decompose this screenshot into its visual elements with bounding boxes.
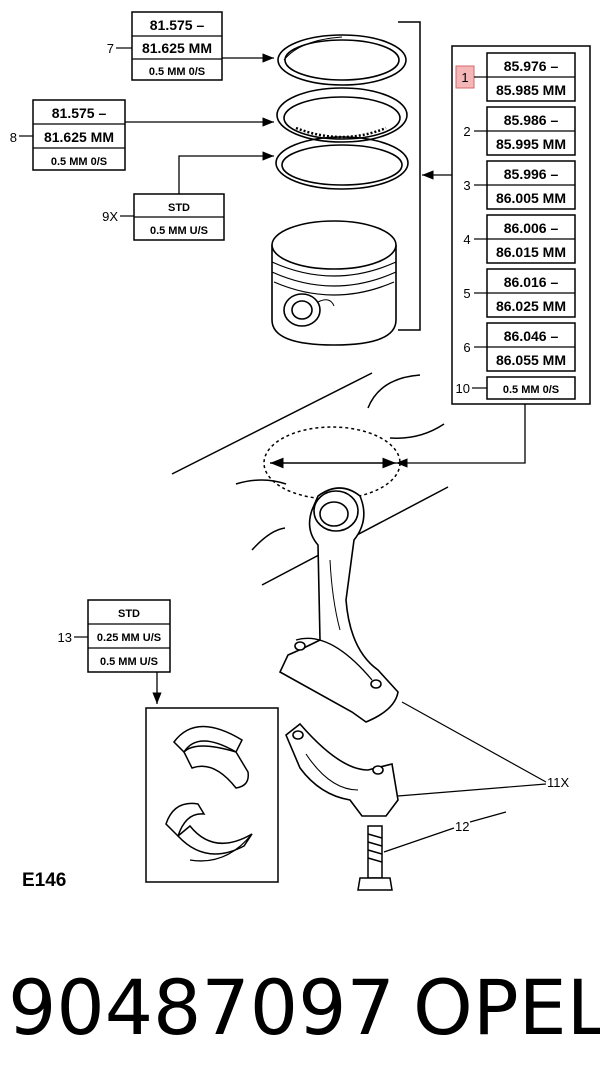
bore-3-from: 85.996 – [504, 166, 559, 182]
part-number: 90487097 [8, 963, 395, 1052]
bearing-std: STD [118, 608, 140, 620]
callout-lines [383, 701, 547, 853]
bore-2-to: 85.995 MM [496, 136, 566, 152]
bore-size-4: 4 86.006 – 86.015 MM [463, 214, 576, 264]
ring-1-size-from: 81.575 – [150, 17, 205, 33]
callout-6: 6 [463, 340, 470, 355]
callout-12: 12 [455, 819, 469, 834]
callout-11x: 11X [547, 775, 569, 790]
ring-2-oversize: 0.5 MM 0/S [51, 156, 107, 168]
bore-size-5: 5 86.016 – 86.025 MM [463, 268, 576, 318]
piston-rings-drawing [275, 34, 409, 190]
bearing-undersize-1: 0.25 MM U/S [97, 632, 161, 644]
bore-6-to: 86.055 MM [496, 352, 566, 368]
bore-1-from: 85.976 – [504, 58, 559, 74]
callout-13: 13 [58, 630, 72, 645]
callout-7: 7 [107, 41, 114, 56]
callout-9x: 9X [102, 209, 118, 224]
rod-cap-drawing [285, 722, 399, 817]
bore-oversize: 10 0.5 MM 0/S [456, 376, 576, 400]
brand-name: OPEL [413, 963, 600, 1052]
callout-2: 2 [463, 124, 470, 139]
bore-6-from: 86.046 – [504, 328, 559, 344]
ring-3-undersize: 0.5 MM U/S [150, 225, 208, 237]
figure-code: E146 [22, 870, 66, 891]
bore-1-to: 85.985 MM [496, 82, 566, 98]
ring-2-size-to: 81.625 MM [44, 129, 114, 145]
piston-drawing [271, 220, 397, 346]
callout-1: 1 [461, 70, 468, 85]
bore-5-to: 86.025 MM [496, 298, 566, 314]
bearing-shells-drawing [145, 707, 279, 883]
bore-4-from: 86.006 – [504, 220, 559, 236]
bore-oversize-label: 0.5 MM 0/S [503, 384, 559, 396]
ring-2-size-from: 81.575 – [52, 105, 107, 121]
connecting-rod-drawing [278, 487, 399, 723]
bore-size-table: 1 85.976 – 85.985 MM 2 85.986 – 85.995 M… [451, 45, 591, 405]
ring-1-spec-box: 81.575 – 81.625 MM 0.5 MM 0/S 7 [107, 11, 223, 81]
ring-3-std: STD [168, 202, 190, 214]
bore-2-from: 85.986 – [504, 112, 559, 128]
bore-size-6: 6 86.046 – 86.055 MM [463, 322, 576, 372]
rod-bolt-drawing [357, 825, 393, 891]
callout-3: 3 [463, 178, 470, 193]
bore-5-from: 86.016 – [504, 274, 559, 290]
bore-4-to: 86.015 MM [496, 244, 566, 260]
bore-size-1: 1 85.976 – 85.985 MM [455, 52, 576, 102]
callout-5: 5 [463, 286, 470, 301]
bore-size-3: 3 85.996 – 86.005 MM [463, 160, 576, 210]
cylinder-block-drawing [171, 372, 449, 586]
bearing-spec-box: STD 0.25 MM U/S 0.5 MM U/S 13 [58, 599, 171, 673]
ring-2-spec-box: 81.575 – 81.625 MM 0.5 MM 0/S 8 [10, 99, 126, 171]
callout-8: 8 [10, 130, 17, 145]
ring-1-oversize: 0.5 MM 0/S [149, 66, 205, 78]
ring-1-size-to: 81.625 MM [142, 40, 212, 56]
bore-size-2: 2 85.986 – 85.995 MM [463, 106, 576, 156]
bore-3-to: 86.005 MM [496, 190, 566, 206]
callout-10: 10 [456, 381, 470, 396]
bearing-undersize-2: 0.5 MM U/S [100, 656, 158, 668]
callout-4: 4 [463, 232, 470, 247]
ring-3-spec-box: STD 0.5 MM U/S 9X [102, 193, 225, 241]
part-number-footer: 90487097 OPEL [8, 948, 600, 1068]
